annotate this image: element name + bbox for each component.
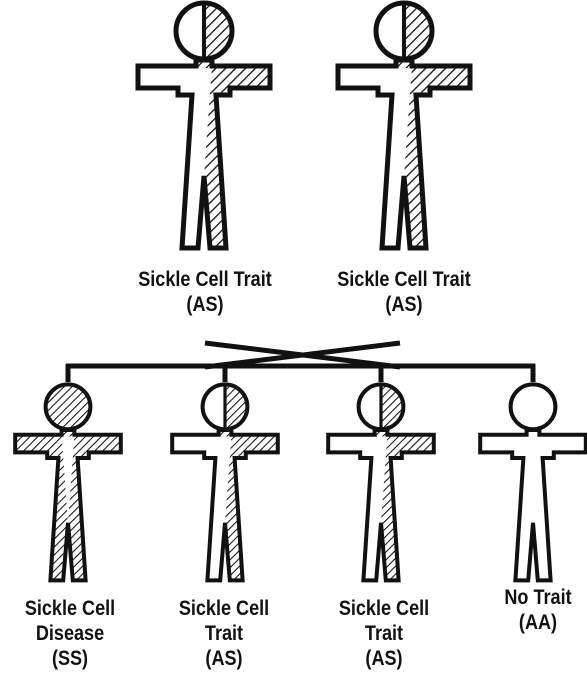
child-3-left-arm [328,434,375,453]
child-label-1-line-1: Sickle Cell [24,597,116,620]
child-2-right-body [225,434,246,581]
parent-label-1-line-1: Sickle Cell Trait [138,268,272,291]
child-4-left-body [512,434,533,581]
child-1-head-left [45,384,68,430]
child-4-outline [478,428,587,583]
parent-figure-2 [335,0,473,251]
child-3-outline [326,428,436,583]
parent-label-2: Sickle Cell Trait (AS) [337,267,471,317]
child-3-head-right [381,384,404,430]
child-3-left-body [360,434,381,581]
child-label-2-line-1: Sickle Cell [178,597,270,620]
parent-label-1-line-2: (AS) [186,293,224,316]
child-4-right-body [533,434,554,581]
child-4-head-right [533,384,556,430]
child-label-3-line-2: Trait [364,622,404,645]
child-1-outline [13,428,123,583]
child-label-1-line-2: Disease [35,622,105,645]
parent-1-right-arm [212,66,270,88]
parent-1-head-right [204,3,232,59]
child-3-head [356,382,406,432]
parent-label-1: Sickle Cell Trait (AS) [138,267,272,317]
child-label-4-line-1: No Trait [504,586,572,609]
parent-label-2-line-1: Sickle Cell Trait [337,268,471,291]
child-2-head [200,382,250,432]
parent-1-left-body [178,66,204,248]
parent-1-head-left [176,3,204,59]
child-figure-3 [326,382,436,583]
parent-2-right-arm [412,66,470,88]
parent-1-right-body [204,66,230,248]
parent-2-head-left [376,3,404,59]
parent-2-outline [335,57,473,251]
child-label-3-line-3: (AS) [365,647,403,670]
child-4-head [508,382,558,432]
child-label-2-line-3: (AS) [205,647,243,670]
child-label-2-line-2: Trait [204,622,244,645]
parent-2-right-body [404,66,430,248]
child-label-4-line-2: (AA) [518,611,558,634]
child-1-head [43,382,93,432]
child-2-head-left [202,384,225,430]
child-label-4: No Trait (AA) [504,585,571,635]
parent-2-head-right [404,3,432,59]
child-4-right-arm [539,434,586,453]
child-label-3: Sickle Cell Trait (AS) [339,596,429,671]
child-label-2: Sickle Cell Trait (AS) [179,596,269,671]
child-label-1-line-3: (SS) [51,647,89,670]
child-1-head-right [68,384,91,430]
child-3-head-left [358,384,381,430]
child-3-right-body [381,434,402,581]
child-label-1: Sickle Cell Disease (SS) [25,596,115,671]
parent-2-left-arm [338,66,396,88]
child-2-left-arm [172,434,219,453]
child-2-outline [170,428,280,583]
child-1-right-body [68,434,89,581]
child-2-head-right [225,384,248,430]
child-4-head-left [510,384,533,430]
child-figure-4 [478,382,587,583]
child-label-3-line-1: Sickle Cell [338,597,430,620]
child-1-right-arm [74,434,121,453]
child-4-left-arm [480,434,527,453]
child-2-right-arm [231,434,278,453]
parent-label-2-line-2: (AS) [385,293,423,316]
child-2-left-body [204,434,225,581]
child-1-left-arm [15,434,62,453]
cross-line-right [204,340,401,370]
child-figure-2 [170,382,280,583]
child-1-left-body [47,434,68,581]
parent-1-outline [135,57,273,251]
child-figure-1 [13,382,123,583]
inheritance-connector [65,340,536,382]
child-3-right-arm [387,434,434,453]
parent-1-left-arm [138,66,196,88]
parent-2-left-body [378,66,404,248]
parent-figure-1 [135,0,273,251]
